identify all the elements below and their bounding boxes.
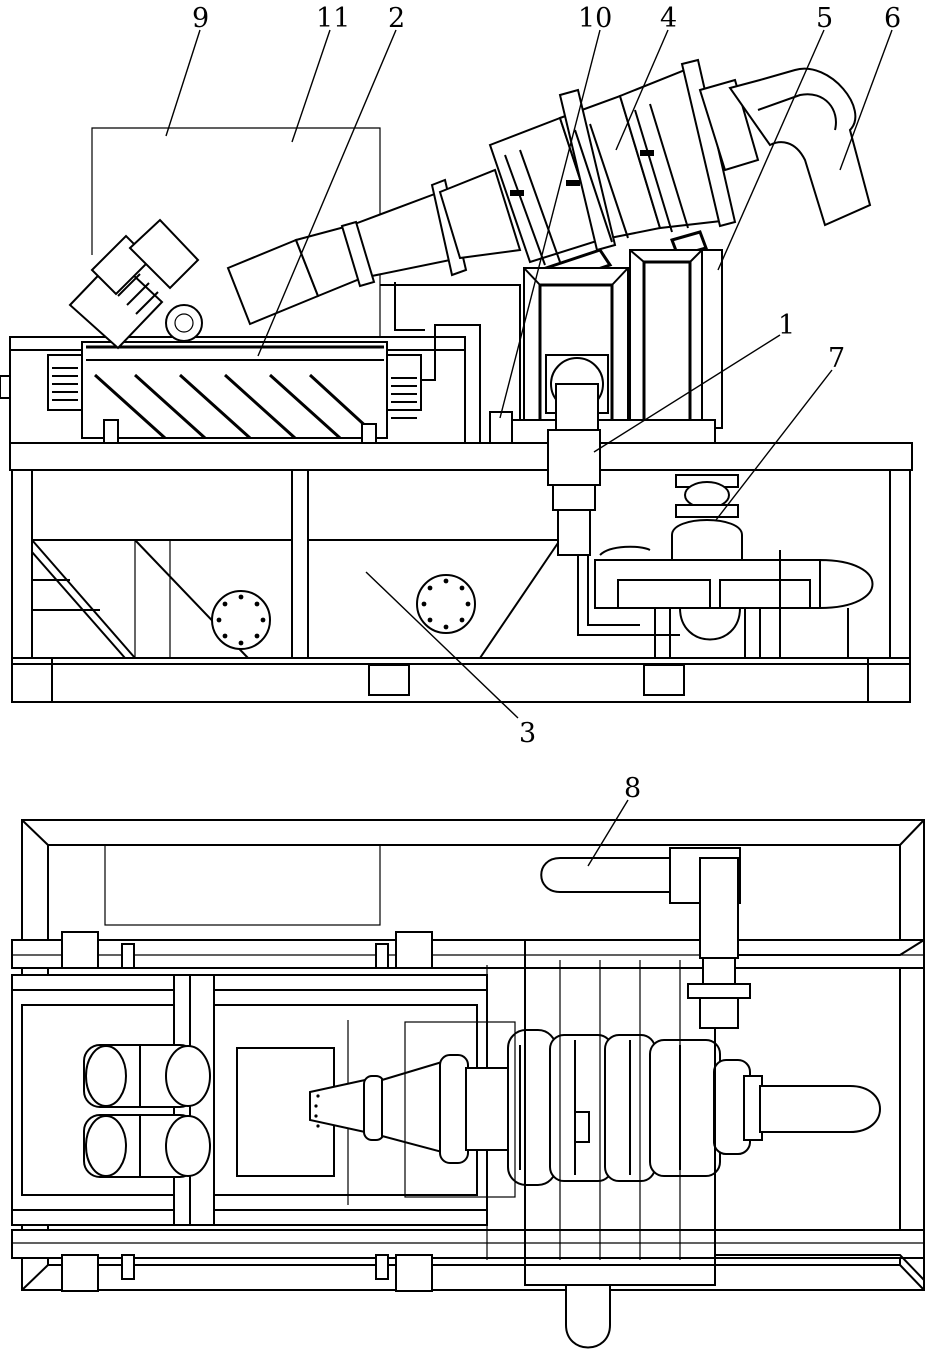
hydrocyclone-plan xyxy=(309,1029,881,1186)
pump-pipe-plan xyxy=(540,847,751,1349)
callout-4: 4 xyxy=(660,3,677,34)
vibrating-motor xyxy=(68,218,203,350)
callout-1: 1 xyxy=(778,310,795,341)
callout-9: 9 xyxy=(192,3,209,34)
side-elevation-view: 9 11 2 10 4 5 6 1 7 3 xyxy=(0,3,913,749)
plan-view: 8 xyxy=(11,773,925,1349)
vibrating-motors-plan xyxy=(83,1044,211,1178)
callout-7: 7 xyxy=(828,343,845,374)
slurry-pump xyxy=(594,474,874,658)
hydrocyclone xyxy=(226,58,872,326)
callout-6: 6 xyxy=(884,3,901,34)
callouts-side-view: 9 11 2 10 4 5 6 1 7 3 xyxy=(165,3,901,749)
callout-3: 3 xyxy=(519,718,536,749)
sand-tank xyxy=(31,539,561,659)
feed-pipe xyxy=(545,354,680,636)
deck xyxy=(9,442,913,471)
base-skid xyxy=(11,657,911,703)
callout-11: 11 xyxy=(316,3,350,34)
callout-2: 2 xyxy=(388,3,405,34)
callout-8: 8 xyxy=(624,773,641,804)
callout-5: 5 xyxy=(816,3,833,34)
callout-10: 10 xyxy=(578,3,612,34)
dewatering-screen xyxy=(0,324,481,444)
